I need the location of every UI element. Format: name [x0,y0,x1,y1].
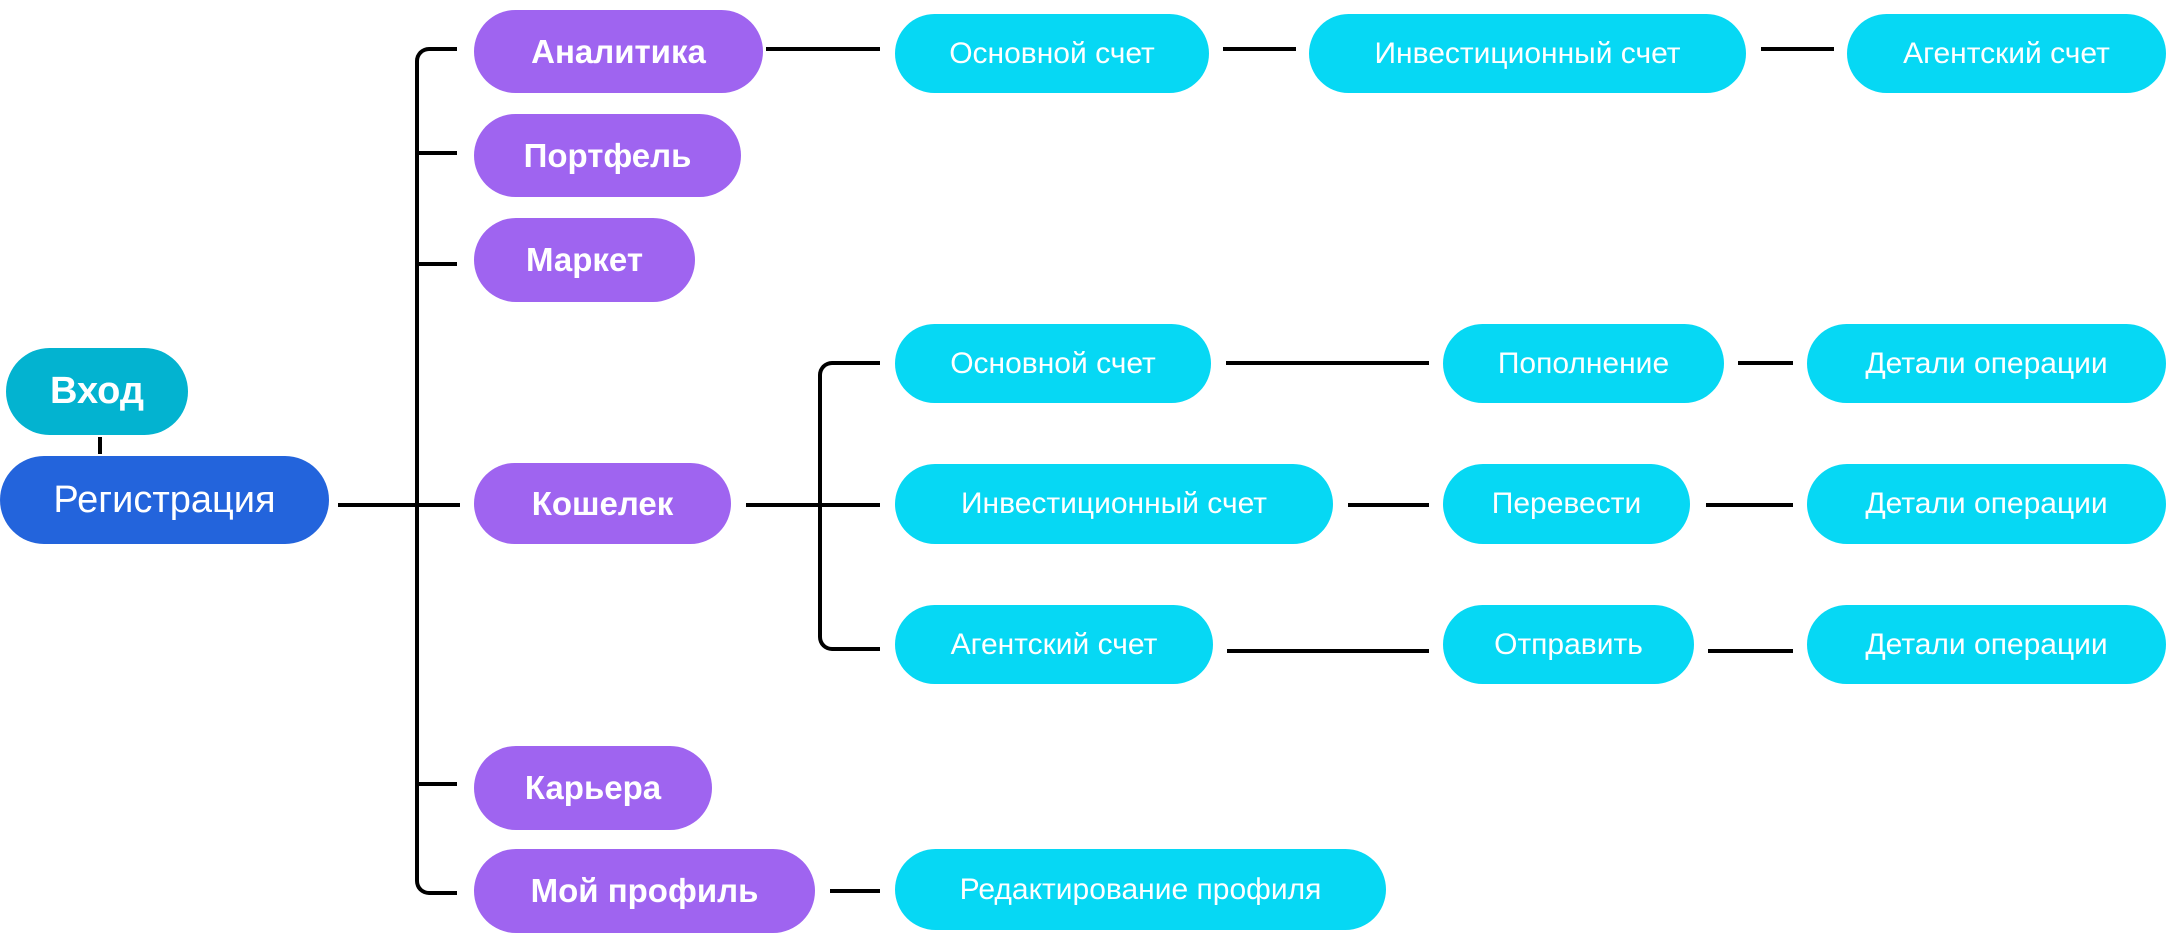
node-wallet-investment-account[interactable]: Инвестиционный счет [895,464,1333,544]
connector-row1-b [1738,361,1793,365]
node-registration[interactable]: Регистрация [0,456,329,544]
connector-analytics-2 [1223,47,1296,51]
connector-login-registration [98,437,102,454]
connector-analytics-1 [766,47,880,51]
node-portfolio[interactable]: Портфель [474,114,741,197]
node-details-1[interactable]: Детали операции [1807,324,2166,403]
connector-row3-a [1227,649,1429,653]
node-profile[interactable]: Мой профиль [474,849,815,933]
wallet-trunk [818,361,880,651]
node-login[interactable]: Вход [6,348,188,435]
node-details-3[interactable]: Детали операции [1807,605,2166,684]
node-wallet[interactable]: Кошелек [474,463,731,544]
connector-row2-a [1348,503,1429,507]
node-edit-profile[interactable]: Редактирование профиля [895,849,1386,930]
node-analytics[interactable]: Аналитика [474,10,763,93]
node-wallet-main-account[interactable]: Основной счет [895,324,1211,403]
branch-market [417,262,457,266]
node-market[interactable]: Маркет [474,218,695,302]
node-wallet-agent-account[interactable]: Агентский счет [895,605,1213,684]
node-top-up[interactable]: Пополнение [1443,324,1724,403]
connector-wallet [746,503,880,507]
node-send[interactable]: Отправить [1443,605,1694,684]
branch-portfolio [417,151,457,155]
node-analytics-agent-account[interactable]: Агентский счет [1847,14,2166,93]
connector-registration-trunk [338,503,460,507]
node-transfer[interactable]: Перевести [1443,464,1690,544]
node-analytics-main-account[interactable]: Основной счет [895,14,1209,93]
node-details-2[interactable]: Детали операции [1807,464,2166,544]
branch-career [417,782,457,786]
connector-row2-b [1706,503,1793,507]
node-career[interactable]: Карьера [474,746,712,830]
connector-analytics-3 [1761,47,1834,51]
connector-profile [830,889,880,893]
main-trunk [415,47,457,895]
connector-row1-a [1226,361,1429,365]
connector-row3-b [1708,649,1793,653]
node-analytics-investment-account[interactable]: Инвестиционный счет [1309,14,1746,93]
